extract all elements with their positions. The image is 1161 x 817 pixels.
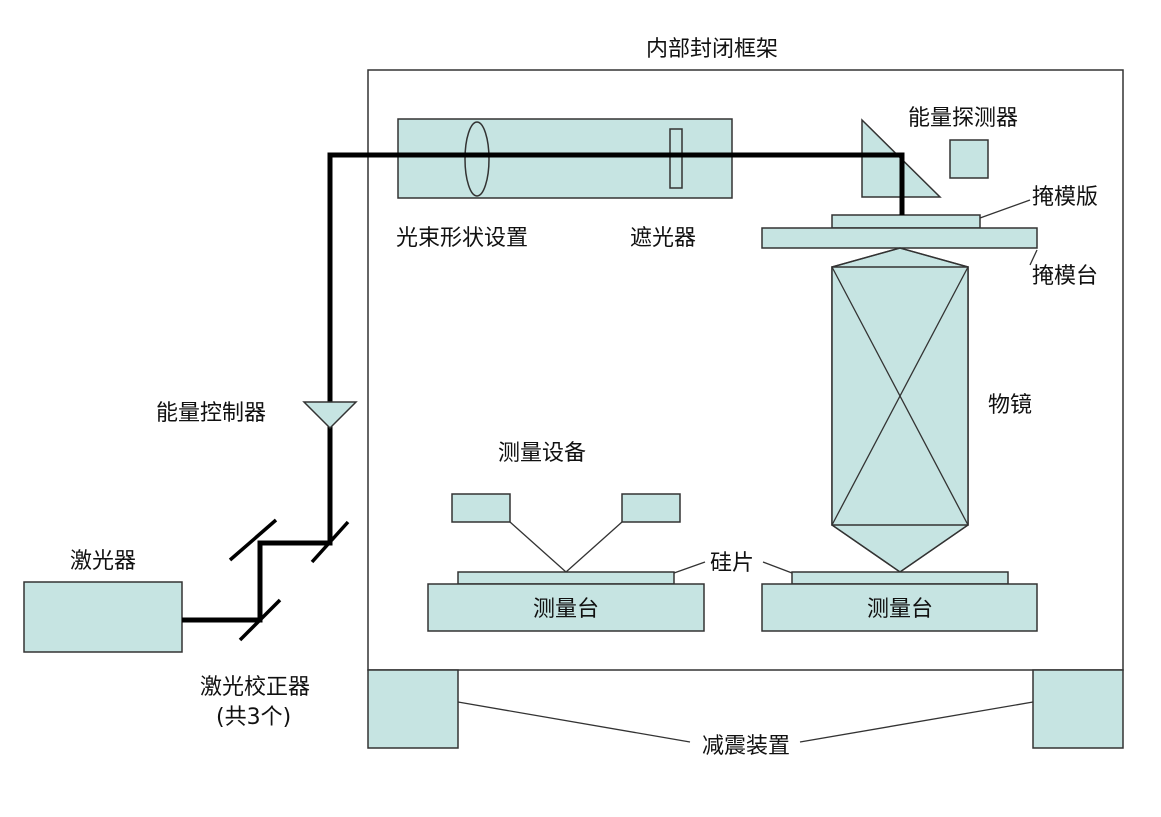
lens	[464, 121, 490, 197]
shutter-plate	[669, 128, 683, 189]
objective-bottom-right	[899, 524, 969, 573]
measurement-stage-right-label: 测量台	[867, 597, 933, 622]
objective-top-left	[831, 247, 901, 268]
shutter-label: 遮光器	[630, 226, 696, 251]
damping-foot-left	[367, 669, 459, 749]
laser-corrector-label: 激光校正器	[200, 675, 310, 700]
mask-plate	[831, 214, 981, 229]
damping-leader-left	[457, 701, 691, 743]
measurement-sensor-right	[621, 493, 681, 523]
frame-label: 内部封闭框架	[646, 37, 778, 62]
measurement-stage-left-label: 测量台	[533, 597, 599, 622]
corrector-mirror-3	[310, 520, 350, 564]
laser-label: 激光器	[70, 549, 136, 574]
laser-box	[23, 581, 183, 653]
measurement-device-label: 测量设备	[498, 441, 586, 466]
mask-stage	[761, 227, 1038, 249]
wafer-left	[457, 571, 675, 585]
objective-bottom-left	[831, 524, 901, 573]
energy-detector-label: 能量探测器	[908, 106, 1018, 131]
objective-top-right	[899, 247, 969, 268]
damping-foot-right	[1032, 669, 1124, 749]
mask-stage-leader	[1029, 249, 1038, 266]
energy-controller-label: 能量控制器	[156, 401, 266, 426]
laser-corrector-count-label: (共3个)	[216, 705, 291, 730]
mask-plate-leader	[979, 199, 1031, 219]
wafer-leader-left	[673, 561, 706, 574]
damping-label: 减震装置	[702, 734, 790, 759]
mask-stage-label: 掩模台	[1032, 264, 1098, 289]
damping-leader-right	[799, 701, 1034, 743]
mask-plate-label: 掩模版	[1032, 185, 1098, 210]
energy-detector-box	[949, 139, 989, 179]
beam-shaping-label: 光束形状设置	[396, 226, 528, 251]
measurement-stage-left	[427, 583, 705, 632]
wafer-leader-right	[762, 561, 793, 574]
measurement-sensor-left	[451, 493, 511, 523]
wafer-right	[791, 571, 1009, 585]
measurement-stage-right	[761, 583, 1038, 632]
wafer-label: 硅片	[710, 551, 754, 576]
measurement-ray-left	[509, 521, 567, 573]
corrector-mirror-2	[238, 598, 282, 642]
corrector-mirror-1	[228, 518, 278, 562]
objective-cross-b	[831, 266, 969, 526]
measurement-ray-right	[565, 521, 623, 573]
energy-controller-triangle	[302, 401, 358, 430]
objective-label: 物镜	[988, 393, 1032, 418]
